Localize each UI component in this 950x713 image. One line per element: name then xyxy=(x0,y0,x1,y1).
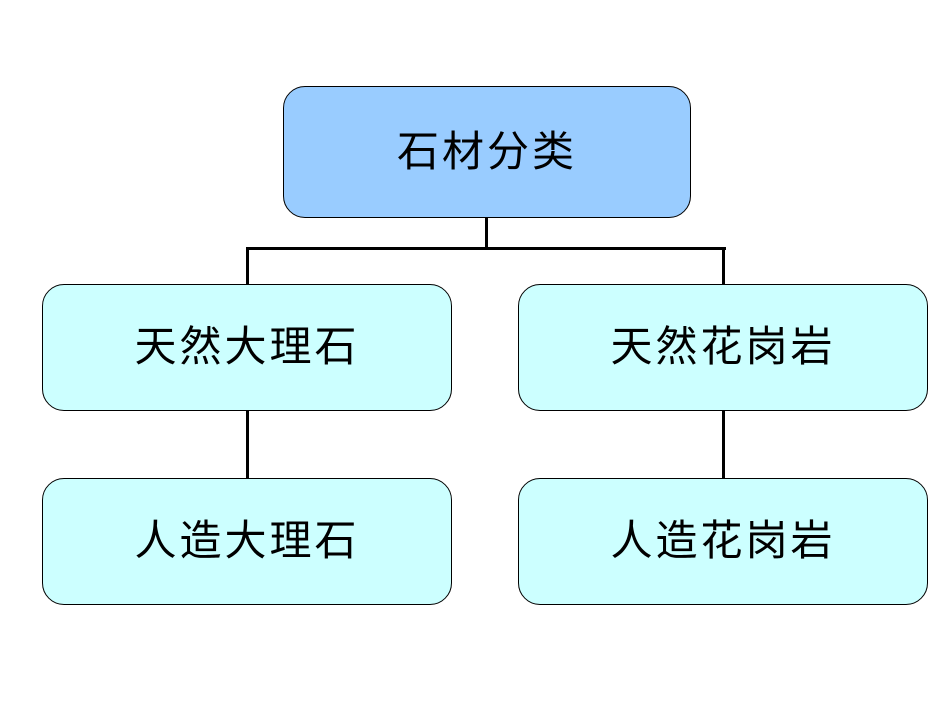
node-label: 天然花岗岩 xyxy=(610,322,836,372)
node-label: 人造大理石 xyxy=(134,516,360,566)
node-natural-granite: 天然花岗岩 xyxy=(518,284,928,411)
connector-branch-horizontal xyxy=(246,247,726,250)
node-natural-marble: 天然大理石 xyxy=(42,284,452,411)
connector-right-upper xyxy=(722,249,725,285)
connector-right-lower xyxy=(722,411,725,479)
node-artificial-marble: 人造大理石 xyxy=(42,478,452,605)
node-label: 石材分类 xyxy=(396,126,577,176)
connector-left-upper xyxy=(246,249,249,285)
node-label: 人造花岗岩 xyxy=(610,516,836,566)
node-label: 天然大理石 xyxy=(134,322,360,372)
connector-left-lower xyxy=(246,411,249,479)
connector-root-stem xyxy=(485,218,488,249)
node-artificial-granite: 人造花岗岩 xyxy=(518,478,928,605)
node-stone-classification: 石材分类 xyxy=(283,86,691,218)
